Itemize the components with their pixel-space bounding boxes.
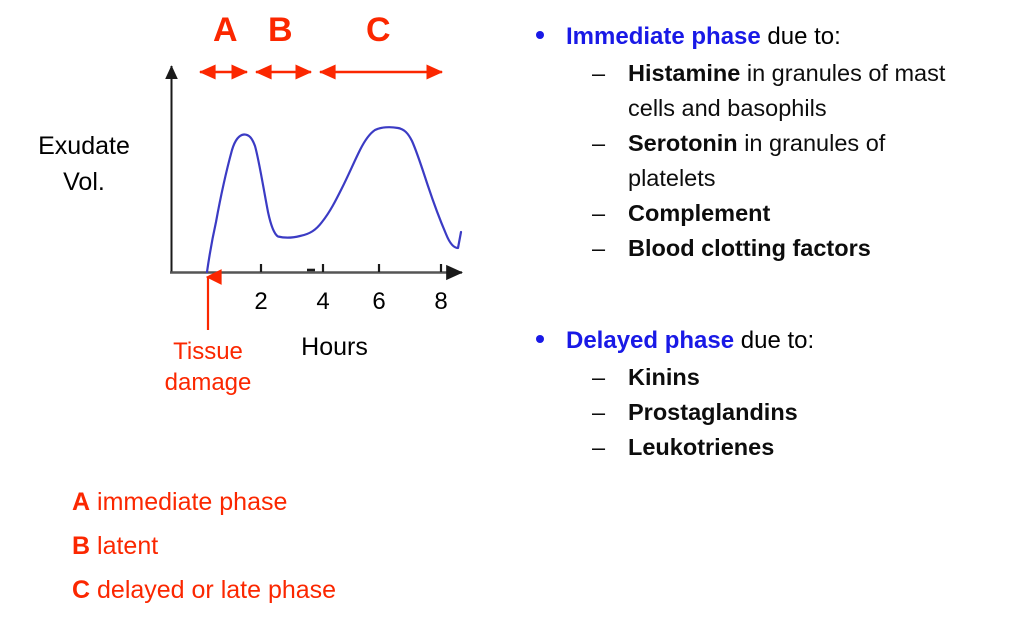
- bullet-item-rest: in granules of: [737, 130, 886, 156]
- bullet-heading-delayed-phase: Delayed phase due to:: [524, 322, 1024, 360]
- bullet-item-term: Blood clotting factors: [628, 235, 871, 261]
- bullet-heading-highlight: Delayed phase: [566, 327, 735, 354]
- bullet-item-serotonin-continuation: platelets: [524, 161, 1024, 196]
- tissue-damage-label: Tissue damage: [138, 336, 278, 398]
- legend-text-a: immediate phase: [90, 488, 288, 516]
- exudate-volume-curve: [205, 126, 463, 274]
- y-axis-title-line2: Vol.: [63, 168, 105, 196]
- phase-letter-a: A: [213, 11, 238, 49]
- x-axis-ticks: [259, 264, 443, 272]
- bullet-item-serotonin: – Serotonin in granules of: [524, 126, 1024, 161]
- bullet-item-term: Prostaglandins: [628, 399, 798, 425]
- y-axis-title-line1: Exudate: [38, 132, 130, 160]
- bullet-dot-icon: [536, 335, 544, 343]
- bullet-item-kinins: – Kinins: [524, 360, 1024, 395]
- legend-key-c: C: [72, 576, 91, 604]
- legend-item-a: A immediate phase: [72, 480, 472, 524]
- bullet-item-leukotrienes: – Leukotrienes: [524, 430, 1024, 465]
- dash-icon: –: [592, 434, 606, 460]
- legend-text-b: latent: [90, 532, 159, 560]
- exudate-volume-chart: A B C Exudate Vol. 2 4 6 8 Hours Tissue …: [0, 0, 500, 634]
- bullet-item-continuation: platelets: [628, 165, 716, 191]
- dash-icon: –: [592, 200, 606, 226]
- bullet-item-term: Histamine: [628, 60, 741, 86]
- bullet-item-histamine: – Histamine in granules of mast: [524, 56, 1024, 91]
- bullet-item-term: Kinins: [628, 364, 700, 390]
- bullet-item-rest: in granules of mast: [740, 60, 946, 86]
- phase-letter-c: C: [366, 11, 391, 49]
- legend-item-c: C delayed or late phase: [72, 568, 472, 612]
- y-axis-title: Exudate Vol.: [14, 128, 154, 200]
- bullet-heading-highlight: Immediate phase: [566, 23, 761, 50]
- bullet-item-term: Leukotrienes: [628, 434, 775, 460]
- bullet-block-spacer: [524, 266, 1024, 322]
- x-axis-title: Hours: [301, 333, 368, 361]
- dash-icon: –: [592, 399, 606, 425]
- x-tick-label-6: 6: [372, 288, 386, 315]
- bullet-heading-immediate-phase: Immediate phase due to:: [524, 18, 1024, 56]
- legend-key-a: A: [72, 488, 91, 516]
- tissue-damage-line1: Tissue: [173, 338, 243, 365]
- x-tick-label-2: 2: [254, 288, 268, 315]
- bullet-item-term: Complement: [628, 200, 771, 226]
- dash-icon: –: [592, 364, 606, 390]
- chart-svg: [165, 64, 463, 330]
- bullet-heading-rest: due to:: [734, 327, 815, 354]
- dash-icon: –: [592, 60, 606, 86]
- bullet-block-delayed-phase: Delayed phase due to: – Kinins – Prostag…: [524, 322, 1024, 465]
- x-tick-label-4: 4: [316, 288, 330, 315]
- bullet-item-term: Serotonin: [628, 130, 738, 156]
- bullet-heading-rest: due to:: [760, 23, 841, 50]
- legend-key-b: B: [72, 532, 91, 560]
- bullet-item-prostaglandins: – Prostaglandins: [524, 395, 1024, 430]
- mediators-bullet-list: Immediate phase due to: – Histamine in g…: [524, 18, 1024, 465]
- legend-item-b: B latent: [72, 524, 472, 568]
- legend-text-c: delayed or late phase: [90, 576, 337, 604]
- bullet-item-complement: – Complement: [524, 196, 1024, 231]
- bullet-item-continuation: cells and basophils: [628, 95, 827, 121]
- bullet-dot-icon: [536, 31, 544, 39]
- bullet-item-histamine-continuation: cells and basophils: [524, 91, 1024, 126]
- bullet-block-immediate-phase: Immediate phase due to: – Histamine in g…: [524, 18, 1024, 266]
- phase-legend: A immediate phase B latent C delayed or …: [72, 480, 472, 612]
- dash-icon: –: [592, 235, 606, 261]
- bullet-item-blood-clotting-factors: – Blood clotting factors: [524, 231, 1024, 266]
- dash-icon: –: [592, 130, 606, 156]
- phase-letter-b: B: [268, 11, 293, 49]
- tissue-damage-line2: damage: [164, 369, 252, 396]
- x-tick-label-8: 8: [434, 288, 448, 315]
